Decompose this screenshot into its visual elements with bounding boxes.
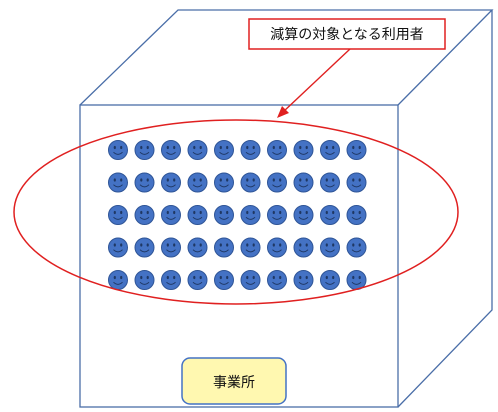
smiley-face-icon — [214, 140, 234, 160]
smiley-face-icon — [108, 270, 128, 290]
smiley-face-icon — [187, 140, 208, 160]
smiley-face-icon — [320, 205, 340, 225]
smiley-face-icon — [320, 270, 340, 290]
office-cube — [79, 9, 494, 408]
smiley-face-icon — [187, 237, 208, 258]
smiley-face-icon — [320, 237, 340, 258]
smiley-face-icon — [267, 270, 287, 290]
smiley-face-icon — [134, 140, 155, 160]
smiley-face-icon — [240, 270, 261, 290]
cube-front-face — [79, 104, 399, 408]
smiley-face-icon — [214, 205, 234, 225]
smiley-face-icon — [240, 205, 261, 225]
cube-side-face — [397, 10, 493, 408]
smiley-face-icon — [214, 237, 234, 258]
smiley-face-icon — [320, 172, 340, 193]
cube-top-face — [79, 9, 494, 106]
smiley-face-icon — [108, 172, 128, 193]
smiley-face-icon — [240, 237, 261, 258]
smiley-face-icon — [346, 140, 367, 160]
smiley-face-icon — [187, 205, 208, 225]
smiley-face-icon — [240, 172, 261, 193]
smiley-face-icon — [293, 270, 314, 290]
office-box: 事業所 — [181, 357, 287, 405]
smiley-face-icon — [108, 140, 128, 160]
users-grid — [108, 140, 367, 290]
smiley-face-icon — [267, 237, 287, 258]
smiley-face-icon — [240, 140, 261, 160]
smiley-face-icon — [134, 205, 155, 225]
smiley-face-icon — [293, 140, 314, 160]
smiley-face-icon — [320, 140, 340, 160]
smiley-face-icon — [346, 237, 367, 258]
smiley-face-icon — [214, 172, 234, 193]
smiley-face-icon — [161, 237, 181, 258]
smiley-face-icon — [161, 172, 181, 193]
smiley-face-icon — [346, 270, 367, 290]
smiley-face-icon — [293, 237, 314, 258]
smiley-face-icon — [108, 237, 128, 258]
smiley-face-icon — [161, 140, 181, 160]
smiley-face-icon — [108, 205, 128, 225]
smiley-face-icon — [134, 237, 155, 258]
smiley-face-icon — [161, 205, 181, 225]
callout-arrow — [277, 48, 351, 118]
smiley-face-icon — [293, 205, 314, 225]
office-label: 事業所 — [213, 375, 255, 391]
smiley-face-icon — [187, 270, 208, 290]
smiley-face-icon — [267, 172, 287, 193]
target-users-ellipse — [13, 119, 459, 305]
smiley-face-icon — [346, 205, 367, 225]
smiley-face-icon — [267, 140, 287, 160]
smiley-face-icon — [293, 172, 314, 193]
smiley-face-icon — [187, 172, 208, 193]
smiley-face-icon — [346, 172, 367, 193]
smiley-face-icon — [214, 270, 234, 290]
callout-box: 減算の対象となる利用者 — [248, 18, 446, 50]
smiley-face-icon — [134, 270, 155, 290]
smiley-face-icon — [161, 270, 181, 290]
smiley-face-icon — [134, 172, 155, 193]
callout-label: 減算の対象となる利用者 — [270, 26, 424, 43]
smiley-face-icon — [267, 205, 287, 225]
